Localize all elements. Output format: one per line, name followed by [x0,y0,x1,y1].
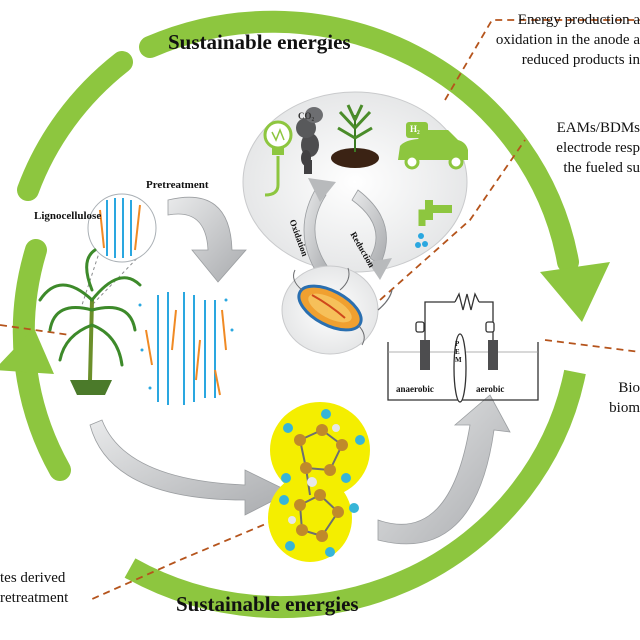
h2-label: H₂ [410,124,420,134]
note-energy-production: Energy production a oxidation in the ano… [496,10,640,70]
pretreatment-label: Pretreatment [146,179,209,191]
note-eams-bdms: EAMs/BDMs electrode resp the fueled su [556,118,640,178]
ring-arrowhead-left [0,328,54,374]
pretreatment-arrow [167,196,247,283]
hydrogen-car-icon [398,122,468,170]
molecule-atoms [279,409,365,557]
lightbulb-icon [263,120,293,197]
plant-soil-icon [331,104,379,168]
note-line: tes derived [0,570,66,586]
lignocellulose-fibers-inset [99,198,141,258]
note-line: retreatment [0,590,69,606]
note-line: oxidation in the anode a [495,32,640,48]
note-line: electrode resp [556,140,640,156]
oxidation-arrow [303,178,336,276]
bacterium-icon [293,267,393,346]
note-line: the fueled su [563,160,640,176]
water-tap-icon [415,200,452,248]
reduction-arrow [351,189,392,280]
microbial-fuel-cell [387,292,539,403]
hydrolysis-arrow [89,419,291,516]
anaerobic-label: anaerobic [396,384,434,394]
note-line: biom [609,400,640,416]
note-line: Energy production a [517,12,640,28]
ring-title-bottom: Sustainable energies [176,592,359,616]
note-bio: Bio biom [609,378,640,418]
aerobic-label: aerobic [476,384,505,394]
co2-label: CO₂ [298,111,315,121]
fuel-cell-arrow [377,394,511,545]
green-cycle-ring [0,10,610,619]
note-line: reduced products in [521,52,640,68]
note-derived-pretreatment: tes derived retreatment [0,568,68,608]
pretreated-fibers [138,292,234,405]
pem-label: PEM [455,340,462,364]
note-line: EAMs/BDMs [556,120,640,136]
dashed-leaders [0,19,640,601]
ring-title-top: Sustainable energies [168,30,351,54]
ring-arrowhead-right [540,262,610,322]
lignocellulose-label: Lignocellulose [34,210,102,222]
plant-icon [38,248,142,395]
co2-smoke-icon [296,107,323,174]
note-line: Bio [618,380,640,396]
